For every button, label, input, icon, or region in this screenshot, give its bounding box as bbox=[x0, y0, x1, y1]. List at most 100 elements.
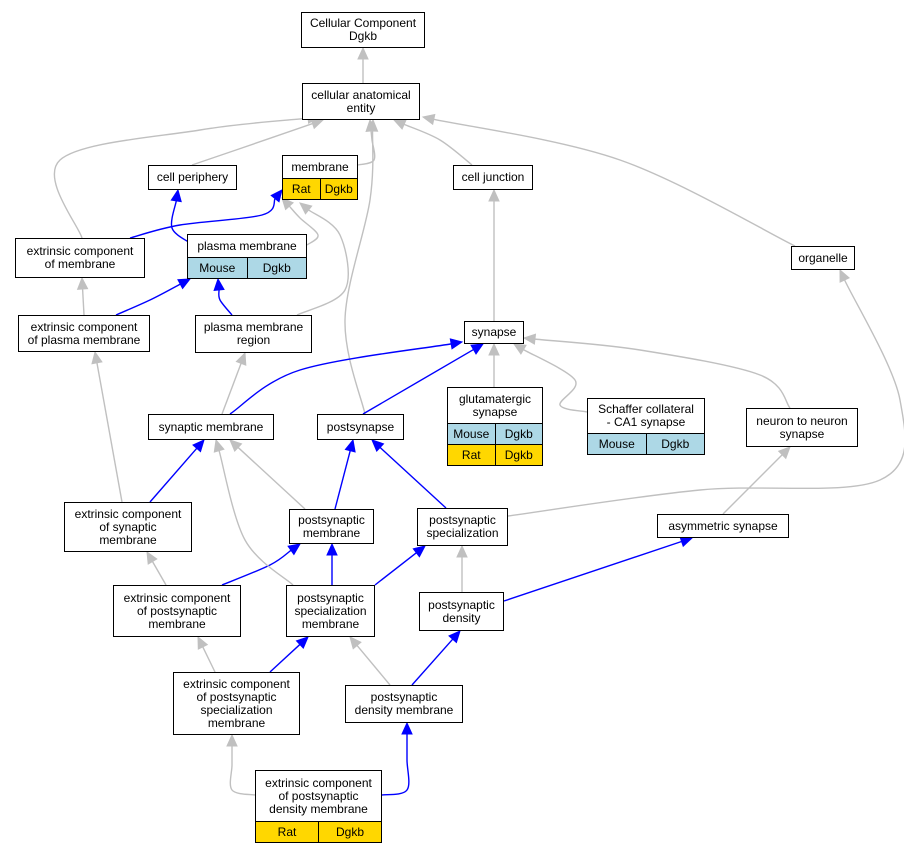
node-ecm[interactable]: extrinsic component of membrane bbox=[15, 238, 145, 278]
arrowhead bbox=[197, 635, 209, 650]
node-label: cell periphery bbox=[156, 170, 229, 184]
edge-ecpssm-to-pssm bbox=[269, 636, 309, 673]
arrowhead bbox=[371, 439, 385, 453]
edge-line bbox=[403, 123, 473, 166]
edge-ecpm-to-pm bbox=[115, 278, 192, 316]
node-label: Schaffer collateral - CA1 synapse bbox=[598, 402, 694, 429]
edge-pm-to-cp bbox=[170, 188, 191, 244]
node-psdm[interactable]: postsynaptic density membrane bbox=[345, 685, 463, 723]
node-synm[interactable]: synaptic membrane bbox=[148, 414, 274, 440]
arrowhead bbox=[213, 277, 225, 291]
edge-n2n-to-syn bbox=[522, 333, 791, 409]
node-pssm[interactable]: postsynaptic specialization membrane bbox=[286, 585, 375, 637]
edge-line bbox=[344, 130, 374, 415]
species-cell: Mouse bbox=[448, 424, 495, 444]
edge-line bbox=[296, 209, 349, 316]
edge-line bbox=[374, 552, 417, 586]
node-ecsm[interactable]: extrinsic component of synaptic membrane bbox=[64, 502, 192, 552]
node-ecpsm[interactable]: extrinsic component of postsynaptic memb… bbox=[113, 585, 241, 637]
node-root[interactable]: Cellular Component Dgkb bbox=[301, 12, 425, 48]
edge-line bbox=[362, 348, 474, 415]
edge-schaf-to-syn bbox=[512, 343, 588, 413]
node-pmr[interactable]: plasma membrane region bbox=[195, 315, 312, 353]
arrowhead bbox=[235, 351, 247, 366]
edge-ecpssm-to-ecpsm bbox=[197, 635, 216, 673]
arrowhead bbox=[449, 338, 464, 350]
edge-line bbox=[151, 561, 167, 586]
edge-psd-to-asym bbox=[503, 536, 694, 602]
edge-line bbox=[237, 446, 306, 510]
edge-pmr-to-pm bbox=[213, 277, 233, 316]
node-org[interactable]: organelle bbox=[791, 246, 855, 270]
edge-line bbox=[433, 118, 796, 247]
gene-cell: Dgkb bbox=[494, 445, 542, 465]
edge-psdm-to-psd bbox=[411, 630, 461, 686]
edge-ecpsm-to-ecsm bbox=[146, 550, 167, 586]
arrowhead bbox=[392, 119, 407, 130]
edge-line bbox=[191, 122, 313, 166]
edge-ecpsm-to-psm bbox=[221, 543, 301, 586]
node-psd[interactable]: postsynaptic density bbox=[419, 592, 504, 631]
arrowhead bbox=[299, 202, 313, 215]
node-pss[interactable]: postsynaptic specialization bbox=[417, 508, 508, 546]
edge-post-to-syn bbox=[362, 343, 485, 415]
arrowhead bbox=[295, 636, 309, 650]
node-cae[interactable]: cellular anatomical entity bbox=[302, 83, 420, 120]
arrowhead bbox=[679, 536, 694, 548]
edge-line bbox=[218, 450, 294, 586]
edge-line bbox=[53, 117, 309, 239]
node-ecpssm[interactable]: extrinsic component of postsynaptic spec… bbox=[173, 672, 300, 735]
arrowhead bbox=[229, 439, 243, 453]
edge-psm-to-post bbox=[334, 438, 356, 510]
edge-cae-to-root bbox=[357, 46, 369, 83]
node-label: organelle bbox=[798, 250, 848, 265]
node-ecpm[interactable]: extrinsic component of plasma membrane bbox=[18, 315, 150, 352]
node-psm[interactable]: postsynaptic membrane bbox=[289, 509, 374, 544]
node-label: extrinsic component of membrane bbox=[26, 244, 134, 271]
node-label: postsynaptic specialization membrane bbox=[294, 590, 367, 631]
edge-pssm-to-pss bbox=[374, 545, 426, 586]
edge-line bbox=[202, 646, 216, 673]
node-syn[interactable]: synapse bbox=[464, 321, 524, 344]
edge-cj-to-cae bbox=[392, 119, 473, 166]
node-label: asymmetric synapse bbox=[668, 518, 778, 533]
edge-line bbox=[81, 288, 85, 316]
edge-line bbox=[149, 447, 198, 503]
node-label: cellular anatomical entity bbox=[311, 87, 411, 115]
arrowhead bbox=[401, 721, 413, 735]
edge-line bbox=[170, 200, 191, 244]
edge-line bbox=[221, 363, 242, 415]
node-label: plasma membrane region bbox=[203, 320, 304, 347]
node-ecpsdm[interactable]: extrinsic component of postsynaptic dens… bbox=[255, 770, 382, 843]
node-label: extrinsic component of postsynaptic spec… bbox=[183, 676, 290, 730]
arrowhead bbox=[146, 550, 158, 565]
node-cp[interactable]: cell periphery bbox=[148, 165, 237, 190]
node-label: postsynaptic specialization bbox=[426, 513, 499, 540]
arrowhead bbox=[522, 333, 537, 345]
edge-glut-to-syn bbox=[488, 342, 500, 387]
node-asym[interactable]: asymmetric synapse bbox=[657, 514, 789, 538]
edge-pmr-to-mem bbox=[296, 202, 349, 316]
edge-line bbox=[503, 540, 682, 602]
node-label: Cellular Component Dgkb bbox=[309, 16, 417, 43]
arrowhead bbox=[326, 542, 338, 556]
arrowhead bbox=[421, 113, 436, 126]
edge-post-to-cae bbox=[344, 118, 379, 415]
edge-psdm-to-pssm bbox=[349, 636, 391, 686]
node-n2n[interactable]: neuron to neuron synapse bbox=[746, 408, 858, 447]
node-cj[interactable]: cell junction bbox=[453, 165, 533, 190]
edge-line bbox=[523, 348, 588, 413]
edge-pss-to-post bbox=[371, 439, 447, 509]
node-label: extrinsic component of synaptic membrane bbox=[74, 506, 182, 547]
arrowhead bbox=[281, 197, 295, 211]
edge-pssm-to-synm bbox=[213, 438, 294, 586]
node-post[interactable]: postsynapse bbox=[317, 414, 404, 440]
gene-cell: Dgkb bbox=[494, 424, 542, 444]
